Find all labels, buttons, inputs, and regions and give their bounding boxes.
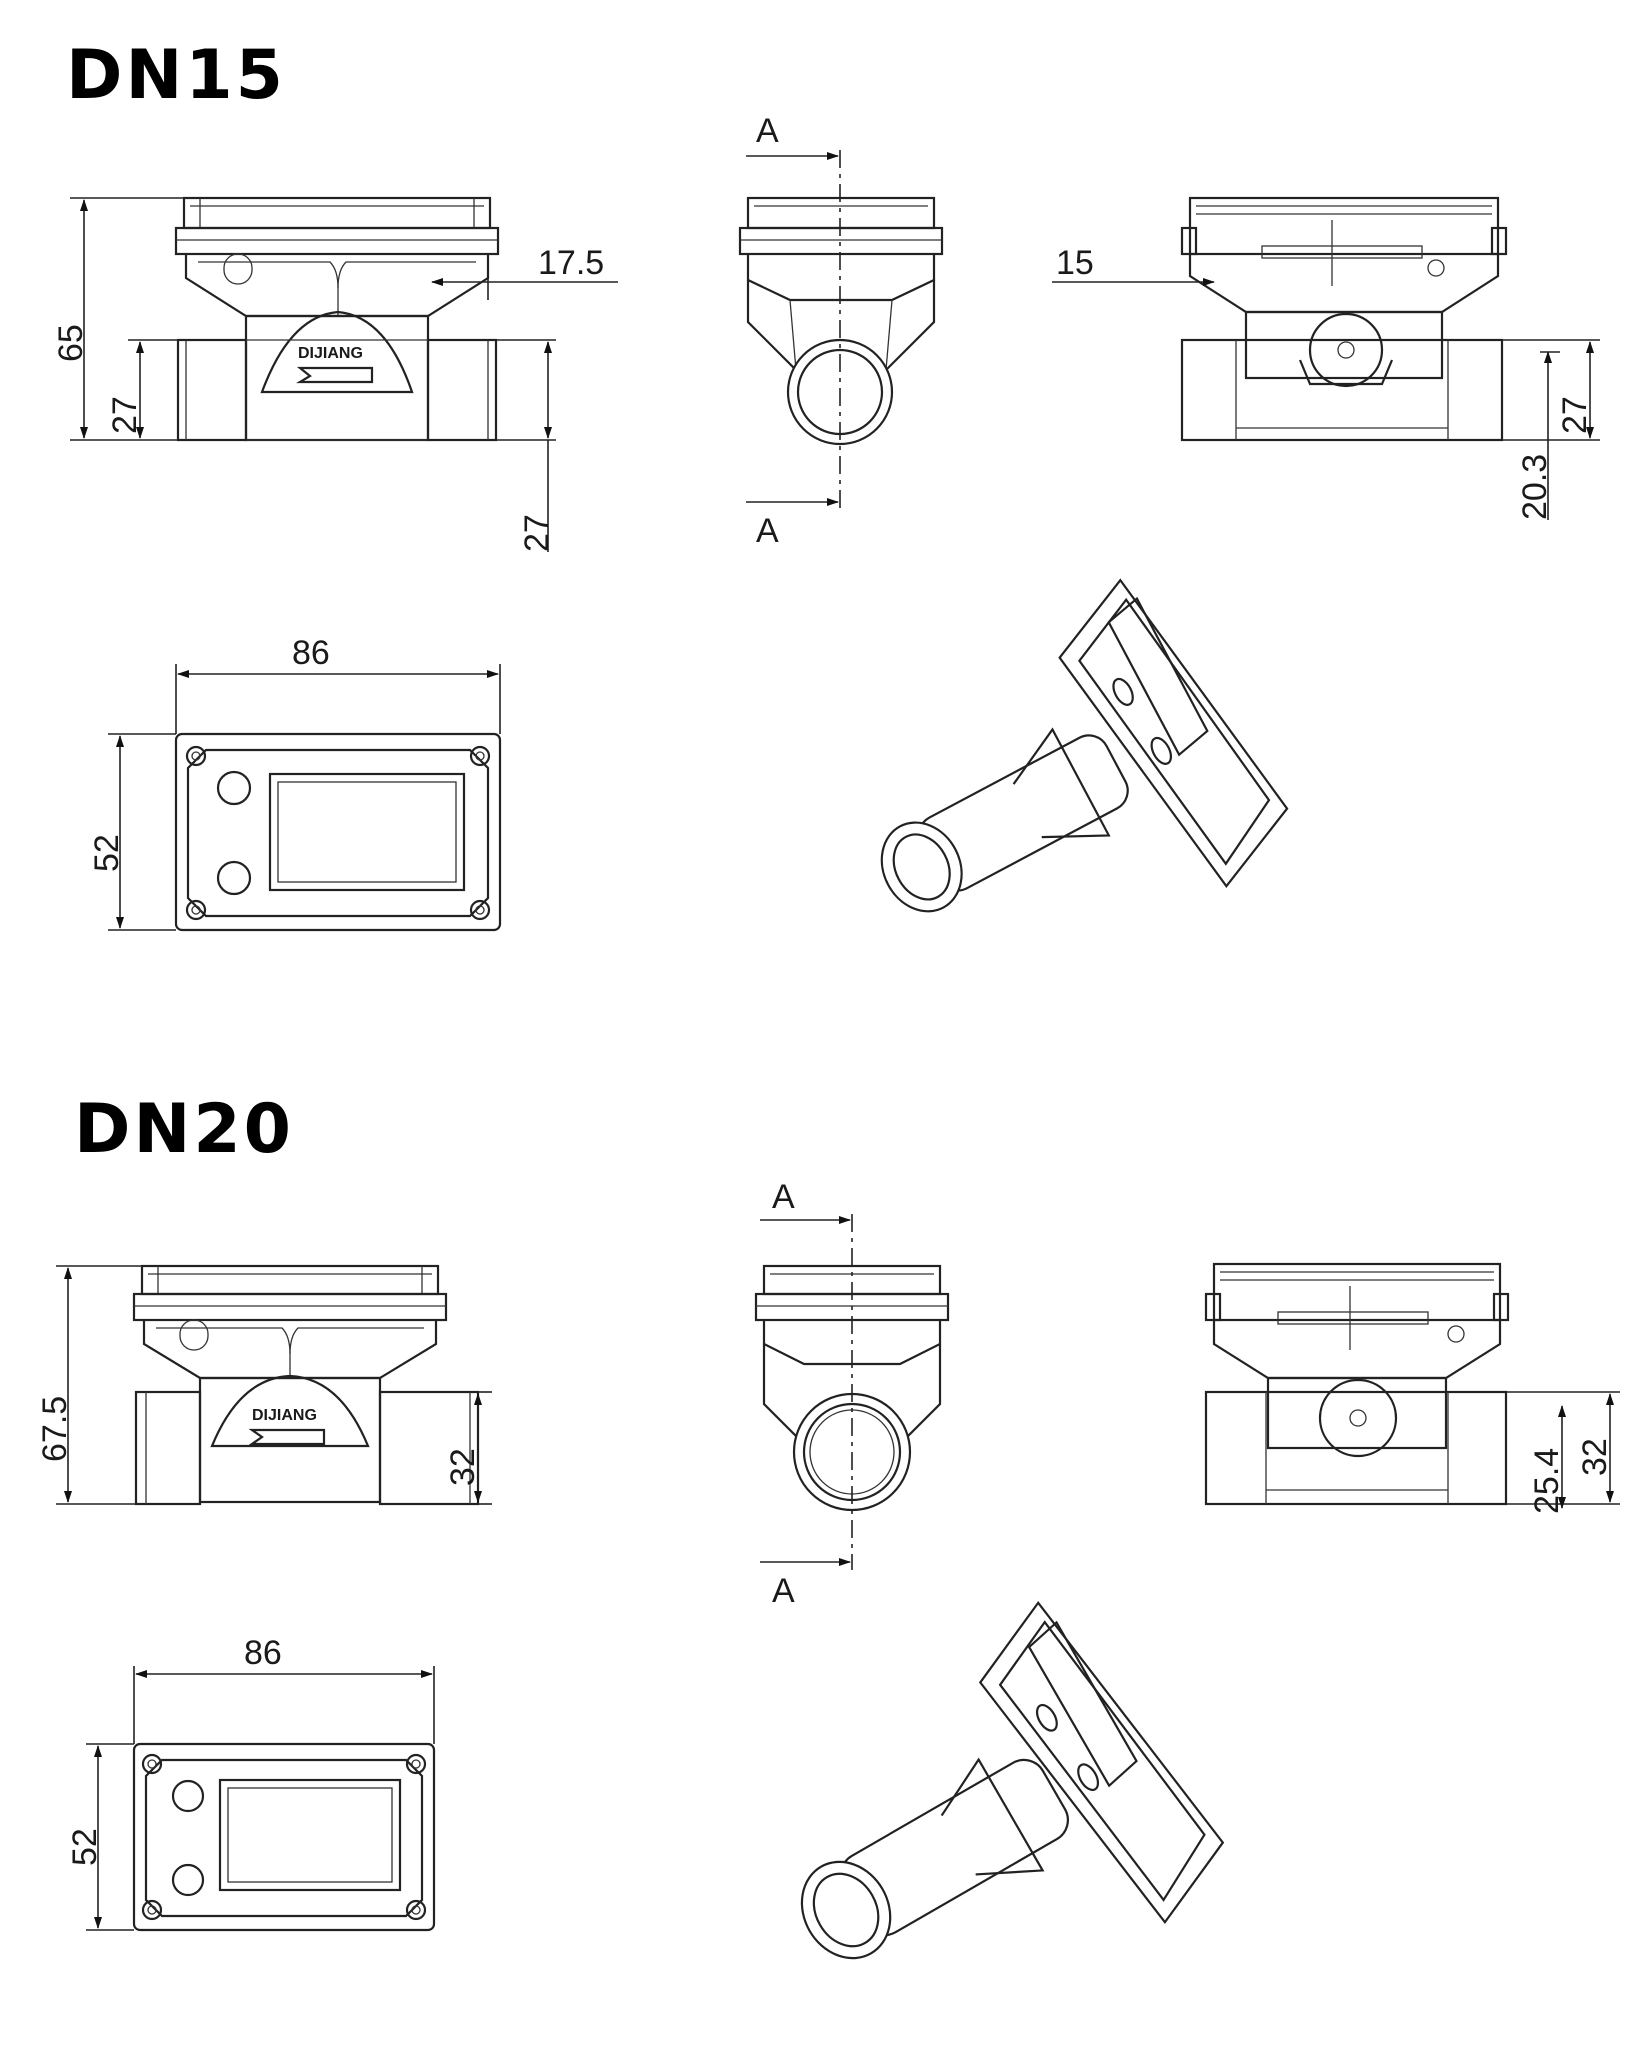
dn20-back-dim-inner: 25.4 (1528, 1448, 1566, 1514)
dn15-back-dim-inner: 20.3 (1516, 454, 1554, 520)
dn15-side-view: A A (738, 112, 944, 550)
dn15-back-dim-offset: 15 (1056, 244, 1094, 282)
section-title-dn20: DN20 (74, 1090, 294, 1169)
dn15-dim-height: 65 (52, 324, 90, 362)
dn20-front-brand: DIJIANG (252, 1407, 317, 1424)
dn15-plan-view: 86 52 (88, 634, 502, 932)
dn20-front-view: DIJIANG 67.5 32 (36, 1264, 492, 1506)
dn15-front-brand: DIJIANG (298, 345, 363, 362)
dn15-front-view: DIJIANG 65 27 27 17.5 (52, 196, 618, 552)
dn20-plan-view: 86 52 (66, 1634, 436, 1932)
dn15-back-dim-pipe: 27 (1556, 396, 1594, 434)
dn20-back-dim-pipe: 32 (1576, 1438, 1614, 1476)
dn20-plan-width: 86 (244, 1634, 282, 1672)
dn20-dim-pipe: 32 (444, 1448, 482, 1486)
dn15-section-view: 15 27 20.3 (1052, 196, 1600, 520)
dn20-section-view: 32 25.4 (1204, 1262, 1620, 1514)
dn15-isometric-view (880, 578, 1289, 913)
dn20-section-top: A (772, 1178, 795, 1216)
dn15-dim-pipe-right: 27 (518, 514, 556, 552)
dn20-isometric-view (800, 1600, 1225, 1960)
dn20-plan-height: 52 (66, 1828, 104, 1866)
dn20-section-bottom: A (772, 1572, 795, 1610)
dn15-plan-height: 52 (88, 834, 126, 872)
dn15-section-top: A (756, 112, 779, 150)
dn15-dim-offset: 17.5 (538, 244, 604, 282)
dn15-dim-pipe-left: 27 (106, 396, 144, 434)
dn15-plan-width: 86 (292, 634, 330, 672)
section-title-dn15: DN15 (66, 36, 286, 115)
dn20-side-view: A A (754, 1178, 950, 1610)
dn15-section-bottom: A (756, 512, 779, 550)
dn20-dim-height: 67.5 (36, 1396, 74, 1462)
